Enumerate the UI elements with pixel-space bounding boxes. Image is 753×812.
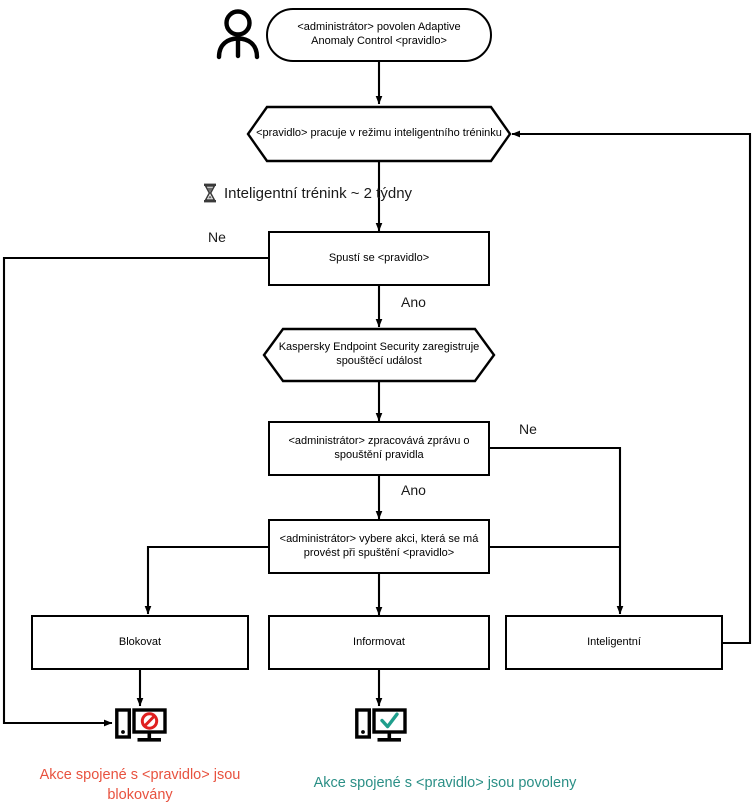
smart-training-duration-note: Inteligentní trénink ~ 2 týdny [203,183,412,203]
edge-label-no-triggers: Ne [208,229,226,245]
admin-selects-action-process: <administrátor> vybere akci, která se má… [268,519,490,574]
allowed-outcome-caption: Akce spojené s <pravidlo> jsou povoleny [313,775,577,791]
smart-training-hexagon: <pravidlo> pracuje v režimu inteligentní… [246,105,512,163]
admin-processes-report-label: <administrátor> zpracovává zprávu o spou… [288,434,470,461]
admin-selects-action-label: <administrátor> vybere akci, která se má… [279,532,479,559]
edge-label-yes-report: Ano [401,482,426,498]
rule-triggers-process: Spustí se <pravidlo> [268,231,490,286]
start-terminator-label: <administrátor> povolen Adaptive Anomaly… [297,21,461,47]
blocked-outcome-caption: Akce spojené s <pravidlo> jsou blokovány [39,767,241,803]
edge-label-yes-triggers: Ano [401,294,426,310]
hexagon-shape [246,105,512,163]
person-icon [210,8,266,60]
hexagon-shape [262,327,496,383]
block-action-process: Blokovat [31,615,249,670]
computer-blocked-icon [115,708,167,748]
start-terminator: <administrátor> povolen Adaptive Anomaly… [266,8,492,62]
edge-label-no-report: Ne [519,421,537,437]
inform-action-label: Informovat [353,635,405,648]
smart-training-duration-text: Inteligentní trénink ~ 2 týdny [224,184,413,202]
kes-registers-hexagon: Kaspersky Endpoint Security zaregistruje… [262,327,496,383]
computer-allowed-icon [355,708,407,748]
smart-training-label: <pravidlo> pracuje v režimu inteligentní… [256,127,502,140]
kes-registers-label: Kaspersky Endpoint Security zaregistruje… [278,341,480,367]
admin-processes-report-process: <administrátor> zpracovává zprávu o spou… [268,421,490,476]
block-action-label: Blokovat [118,635,162,648]
hourglass-icon [203,183,217,203]
rule-triggers-label: Spustí se <pravidlo> [328,251,430,264]
inform-action-process: Informovat [268,615,490,670]
smart-action-process: Inteligentní [505,615,723,670]
smart-action-label: Inteligentní [587,635,641,648]
